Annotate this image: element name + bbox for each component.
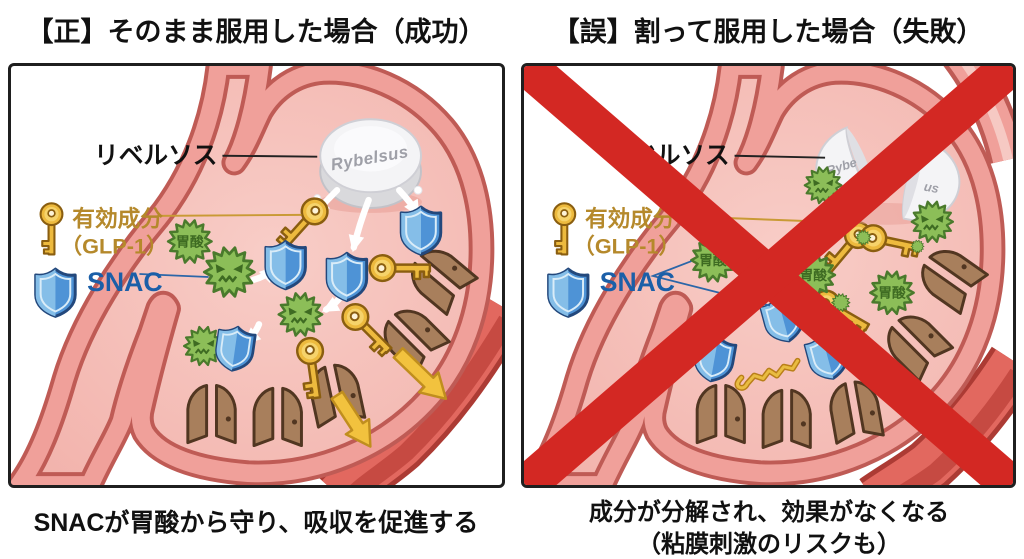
broken-key [734, 357, 801, 391]
snac-shield-icon [547, 267, 590, 318]
snac-shield-icon [34, 267, 77, 318]
title-wrong: 【誤】割って服用した場合（失敗） [552, 17, 984, 47]
panel-correct: Rybelsus 胃酸 リベルソス 有効成分 （GLP-1） SNAC [8, 63, 505, 488]
pill-name-label: リベルソス [94, 143, 217, 170]
title-correct: 【正】そのまま服用した場合（成功） [26, 17, 486, 47]
acid-label: 胃酸 [176, 233, 204, 249]
snac-shield-icon [399, 205, 443, 256]
stomach-diagram-wrong: Rybe us 胃酸 胃酸 胃酸 リベルソス 有効成分 （GLP-1） SNAC [524, 66, 1013, 485]
stomach-acid-blob: 胃酸 [166, 219, 213, 264]
blood-vessel [859, 346, 1013, 485]
acid-label: 胃酸 [878, 285, 906, 301]
stomach-diagram-correct: Rybelsus 胃酸 リベルソス 有効成分 （GLP-1） SNAC [11, 66, 502, 485]
ingredient-sub-label: （GLP-1） [60, 233, 167, 258]
stomach-acid-blob: 胃酸 [790, 252, 837, 298]
acid-label: 胃酸 [800, 267, 828, 283]
snac-shield-icon [264, 240, 307, 291]
prohibition-x-mark [524, 66, 1013, 485]
glp1-key-icon [552, 202, 577, 256]
ingredient-sub-label: （GLP-1） [573, 233, 680, 258]
absorption-arrow [330, 390, 372, 448]
snac-label: SNAC [600, 267, 675, 297]
pill-brand-fragment: us [923, 179, 940, 196]
glp1-key-icon [39, 202, 64, 256]
droplet [413, 185, 423, 195]
absorption-arrow [392, 347, 448, 401]
snac-label: SNAC [87, 267, 163, 297]
caption-wrong-line1: 成分が分解され、効果がなくなる [588, 499, 950, 526]
stomach-acid-blob: 胃酸 [869, 270, 915, 316]
panel-wrong: Rybe us 胃酸 胃酸 胃酸 リベルソス 有効成分 （GLP-1） SNAC [521, 63, 1016, 488]
caption-correct: SNACが胃酸から守り、吸収を促進する [33, 509, 479, 537]
snac-shield-icon [325, 251, 369, 303]
legend: リベルソス 有効成分 （GLP-1） SNAC [34, 143, 318, 318]
blood-vessel [318, 293, 502, 485]
ingredient-label: 有効成分 [72, 206, 163, 232]
ingredient-label: 有効成分 [585, 206, 676, 232]
caption-wrong-line2: （粘膜刺激のリスクも） [637, 531, 901, 558]
rybelsus-pill: Rybelsus [319, 118, 422, 209]
